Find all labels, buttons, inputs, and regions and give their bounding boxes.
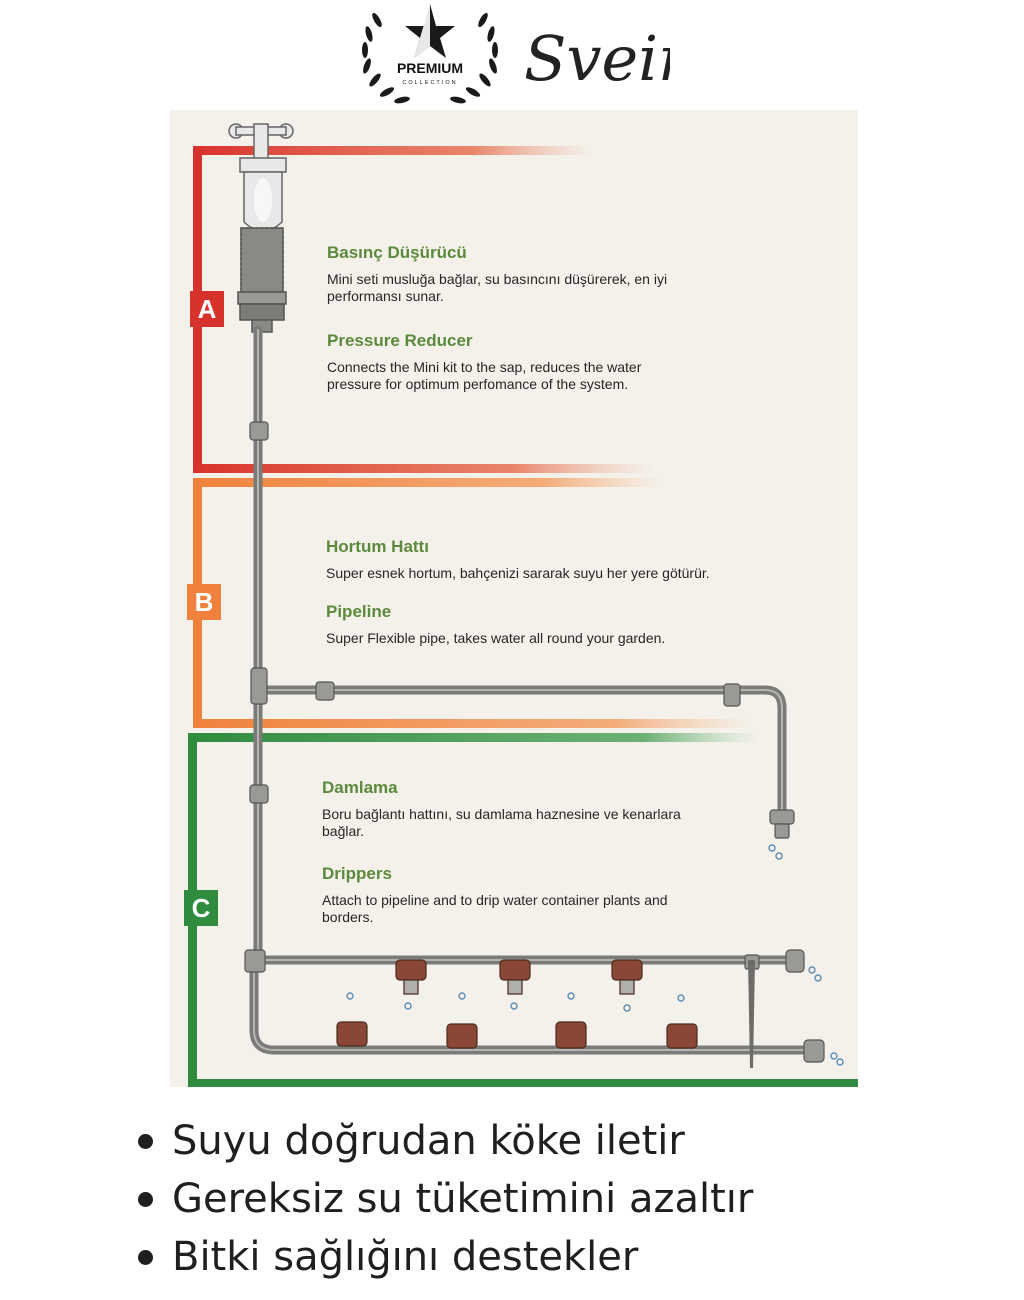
bullet-icon (138, 1134, 153, 1149)
section-a-en-desc: Connects the Mini kit to the sap, reduce… (327, 359, 642, 392)
header: PREMIUM COLLECTION Svein (0, 0, 1024, 115)
section-c-tr-desc: Boru bağlantı hattını, su damlama haznes… (322, 806, 681, 839)
feature-item: Bitki sağlığını destekler (138, 1228, 998, 1286)
bullet-icon (138, 1250, 153, 1265)
section-b-tr-title: Hortum Hattı (326, 537, 429, 556)
feature-text: Bitki sağlığını destekler (172, 1234, 639, 1280)
section-b-en-title: Pipeline (326, 602, 392, 621)
premium-badge-logo: PREMIUM COLLECTION (362, 4, 498, 104)
feature-text: Suyu doğrudan köke iletir (172, 1118, 685, 1164)
section-b-tr-desc: Super esnek hortum, bahçenizi sararak su… (326, 565, 710, 581)
section-a-label: A (190, 291, 224, 327)
feature-item: Suyu doğrudan köke iletir (138, 1112, 998, 1170)
section-a-tr-title: Basınç Düşürücü (327, 243, 467, 262)
badge-text: PREMIUM (397, 60, 463, 76)
section-b-tr-text: Hortum Hattı Super esnek hortum, bahçeni… (326, 537, 746, 582)
pipe-clips (244, 421, 760, 973)
feature-item: Gereksiz su tüketimini azaltır (138, 1170, 998, 1228)
section-c-label: C (184, 890, 218, 926)
ground-stake-icon (748, 960, 755, 1068)
section-b-label: B (187, 584, 221, 620)
end-dripper-icons (769, 809, 825, 1063)
section-c-en-text: Drippers Attach to pipeline and to drip … (322, 864, 682, 926)
section-c-tr-text: Damlama Boru bağlantı hattını, su damlam… (322, 778, 682, 840)
section-b-en-desc: Super Flexible pipe, takes water all rou… (326, 630, 666, 646)
tap-icon (228, 123, 294, 232)
bullet-icon (138, 1192, 153, 1207)
dripper-icons-bottom (336, 1021, 698, 1049)
section-c-en-desc: Attach to pipeline and to drip water con… (322, 892, 668, 925)
dripper-icons-top (395, 959, 643, 995)
signature-logo: Svein (524, 22, 670, 95)
feature-list: Suyu doğrudan köke iletir Gereksiz su tü… (138, 1112, 998, 1286)
section-c-en-title: Drippers (322, 864, 392, 883)
section-c-tr-title: Damlama (322, 778, 398, 797)
badge-subtext: COLLECTION (402, 80, 457, 86)
section-a-en-title: Pressure Reducer (327, 331, 473, 350)
water-drop-icons (346, 844, 844, 1066)
feature-text: Gereksiz su tüketimini azaltır (172, 1176, 754, 1222)
section-b-en-text: Pipeline Super Flexible pipe, takes wate… (326, 602, 746, 647)
signature-text: Svein (524, 22, 670, 95)
section-a-tr-text: Basınç Düşürücü Mini seti musluğa bağlar… (327, 243, 687, 305)
section-a-en-text: Pressure Reducer Connects the Mini kit t… (327, 331, 687, 393)
section-a-tr-desc: Mini seti musluğa bağlar, su basıncını d… (327, 271, 668, 304)
pressure-reducer-icon (237, 227, 287, 333)
